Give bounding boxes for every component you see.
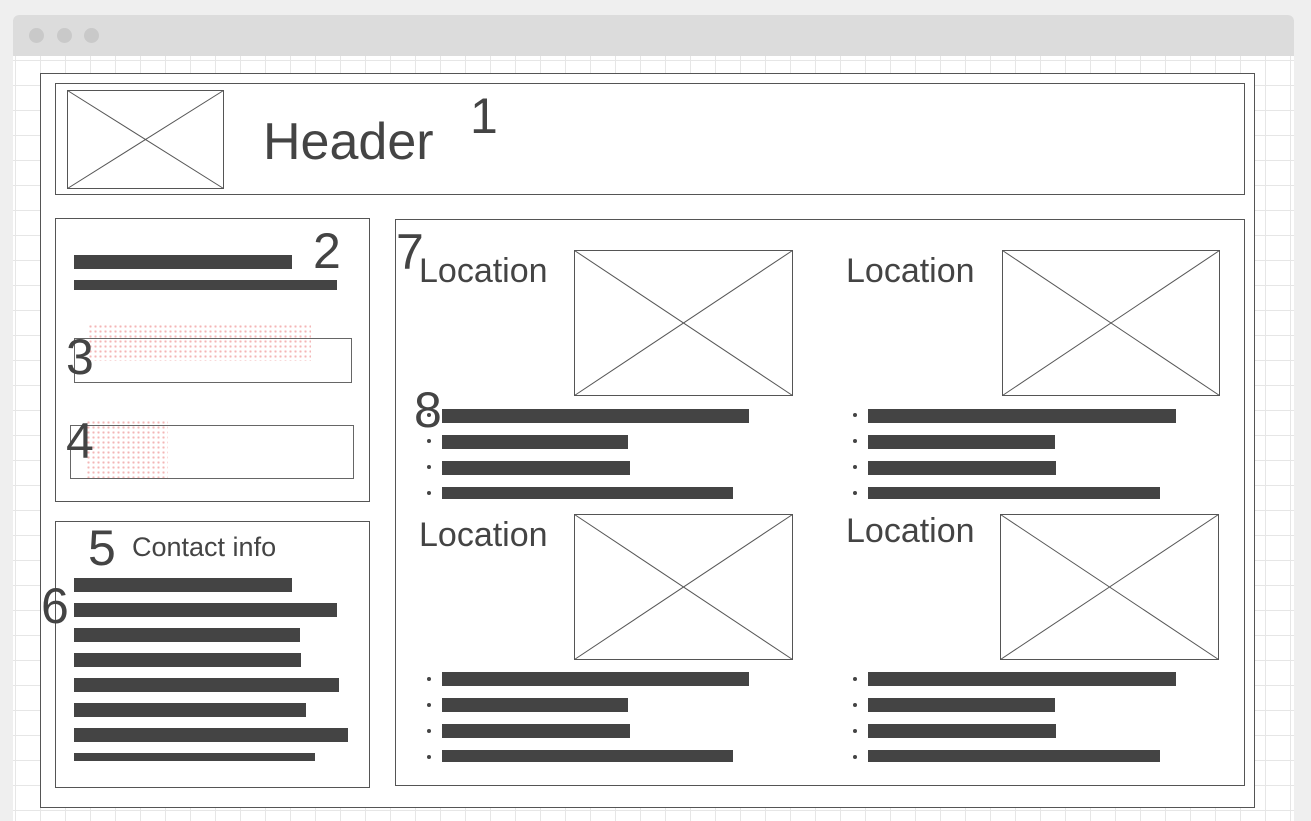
window-titlebar — [13, 15, 1294, 56]
close-dot[interactable] — [29, 28, 44, 43]
contact-text-line — [74, 628, 300, 642]
location-detail-line — [868, 487, 1160, 499]
location-detail-line — [868, 672, 1176, 686]
location-detail-line — [442, 409, 749, 423]
contact-text-line — [74, 603, 337, 617]
contact-title: Contact info — [132, 532, 277, 562]
location-detail-line — [442, 724, 630, 738]
location-title: Location — [846, 252, 975, 290]
highlight-area — [86, 420, 168, 478]
location-detail-line — [868, 698, 1055, 712]
location-detail-line — [442, 698, 628, 712]
intro-text-line — [74, 255, 292, 269]
location-detail-line — [442, 487, 733, 499]
marker-6: 6 — [41, 578, 69, 634]
bullet — [853, 439, 857, 443]
bullet — [853, 755, 857, 759]
location-detail-line — [442, 750, 733, 762]
header-title: Header — [263, 113, 434, 171]
contact-text-line — [74, 703, 306, 717]
contact-text-line — [74, 578, 292, 592]
location-detail-line — [868, 409, 1176, 423]
bullet — [427, 729, 431, 733]
location-title: Location — [846, 512, 975, 550]
marker-2: 2 — [313, 223, 341, 279]
location-title: Location — [419, 252, 548, 290]
bullet — [853, 677, 857, 681]
marker-7: 7 — [396, 224, 424, 280]
marker-5: 5 — [88, 520, 116, 576]
bullet — [427, 413, 431, 417]
bullet — [427, 439, 431, 443]
bullet — [853, 703, 857, 707]
minimize-dot[interactable] — [57, 28, 72, 43]
logo-placeholder-icon — [67, 90, 224, 189]
location-image-placeholder-icon — [574, 250, 793, 396]
bullet — [853, 413, 857, 417]
location-title: Location — [419, 516, 548, 554]
contact-text-line — [74, 728, 348, 742]
maximize-dot[interactable] — [84, 28, 99, 43]
location-detail-line — [442, 435, 628, 449]
bullet — [853, 465, 857, 469]
location-image-placeholder-icon — [1002, 250, 1220, 396]
intro-text-line — [74, 280, 337, 290]
bullet — [427, 755, 431, 759]
location-detail-line — [868, 724, 1056, 738]
location-detail-line — [868, 461, 1056, 475]
bullet — [427, 677, 431, 681]
bullet — [853, 729, 857, 733]
marker-8: 8 — [414, 382, 442, 438]
bullet — [427, 703, 431, 707]
contact-text-line — [74, 678, 339, 692]
location-detail-line — [442, 461, 630, 475]
marker-4: 4 — [66, 413, 94, 469]
contact-text-line — [74, 753, 315, 761]
text-input-one[interactable] — [74, 338, 352, 383]
location-detail-line — [442, 672, 749, 686]
bullet — [427, 491, 431, 495]
marker-1: 1 — [470, 88, 498, 144]
location-detail-line — [868, 750, 1160, 762]
header-box — [55, 83, 1245, 195]
location-detail-line — [868, 435, 1055, 449]
location-image-placeholder-icon — [574, 514, 793, 660]
highlight-area — [88, 324, 311, 361]
text-input-two[interactable] — [70, 425, 354, 479]
marker-3: 3 — [66, 329, 94, 385]
location-image-placeholder-icon — [1000, 514, 1219, 660]
bullet — [853, 491, 857, 495]
bullet — [427, 465, 431, 469]
contact-text-line — [74, 653, 301, 667]
